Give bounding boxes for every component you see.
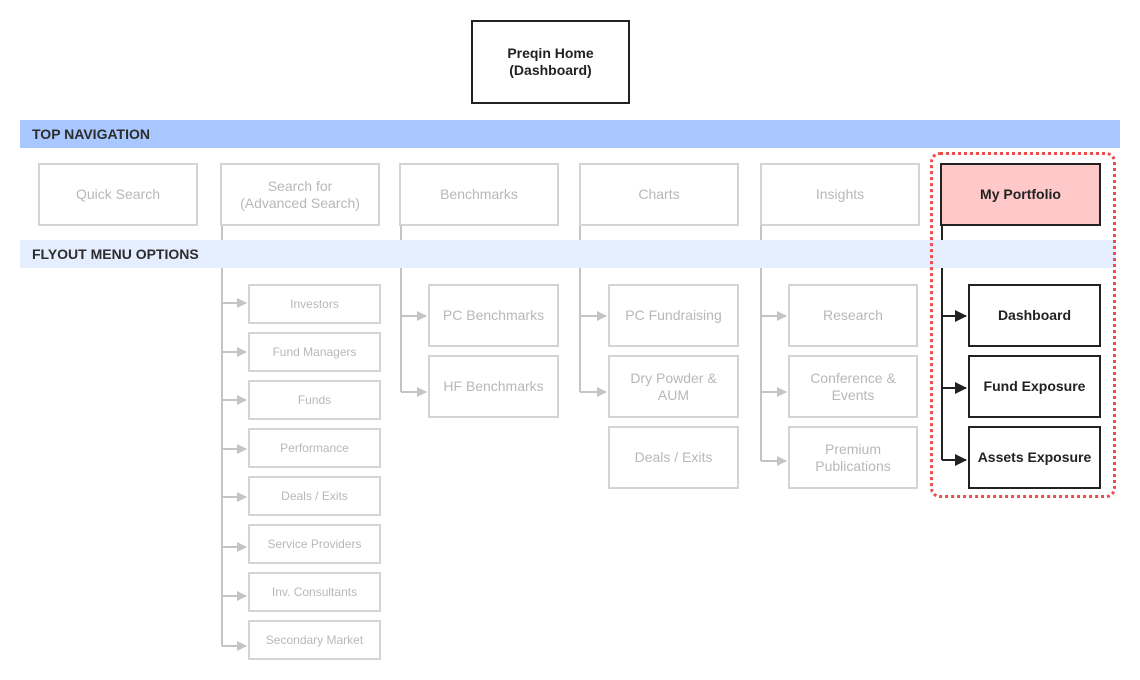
nav-charts[interactable]: Charts [579,163,739,226]
flyout-item-dry-powder-aum[interactable]: Dry Powder & AUM [608,355,739,418]
search-for-connectors [221,225,247,651]
flyout-item-premium-publications[interactable]: Premium Publications [788,426,918,489]
flyout-item-assets-exposure[interactable]: Assets Exposure [968,426,1101,489]
flyout-item-research[interactable]: Research [788,284,918,347]
flyout-item-fund-managers[interactable]: Fund Managers [248,332,381,372]
nav-insights[interactable]: Insights [760,163,920,226]
my-portfolio-highlight-outline [930,152,1116,498]
preqin-home-node[interactable]: Preqin Home (Dashboard) [471,20,630,104]
nav-quick-search[interactable]: Quick Search [38,163,198,226]
flyout-item-deals-exits[interactable]: Deals / Exits [248,476,381,516]
nav-my-portfolio[interactable]: My Portfolio [940,163,1101,226]
flyout-item-pc-benchmarks[interactable]: PC Benchmarks [428,284,559,347]
flyout-item-service-providers[interactable]: Service Providers [248,524,381,564]
flyout-item-performance[interactable]: Performance [248,428,381,468]
flyout-item-conference-events[interactable]: Conference & Events [788,355,918,418]
nav-search-for[interactable]: Search for (Advanced Search) [220,163,380,226]
flyout-item-dashboard[interactable]: Dashboard [968,284,1101,347]
flyout-item-secondary-market[interactable]: Secondary Market [248,620,381,660]
flyout-item-inv-consultants[interactable]: Inv. Consultants [248,572,381,612]
flyout-item-pc-fundraising[interactable]: PC Fundraising [608,284,739,347]
nav-benchmarks[interactable]: Benchmarks [399,163,559,226]
flyout-item-investors[interactable]: Investors [248,284,381,324]
flyout-menu-options-bar: FLYOUT MENU OPTIONS [20,240,1116,268]
flyout-item-fund-exposure[interactable]: Fund Exposure [968,355,1101,418]
flyout-item-charts-deals-exits[interactable]: Deals / Exits [608,426,739,489]
flyout-item-funds[interactable]: Funds [248,380,381,420]
top-navigation-bar: TOP NAVIGATION [20,120,1120,148]
flyout-item-hf-benchmarks[interactable]: HF Benchmarks [428,355,559,418]
